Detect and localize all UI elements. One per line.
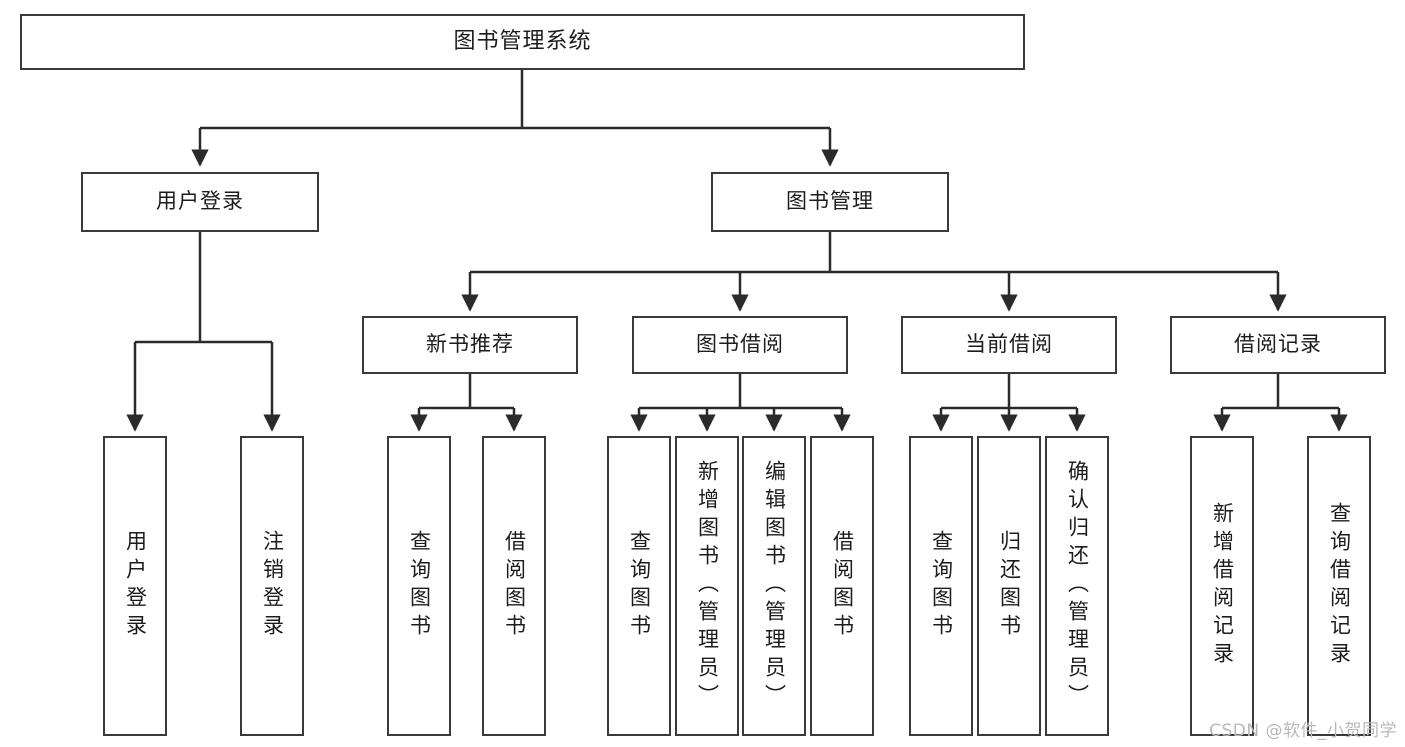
node-label: 编辑图书（管理员）	[762, 460, 787, 712]
node-label: 新增图书（管理员）	[695, 460, 720, 712]
node-label: 查询图书	[627, 530, 652, 642]
node-label: 当前借阅	[965, 332, 1053, 357]
node-label: 注销登录	[260, 530, 285, 642]
node-label: 图书管理	[786, 189, 874, 214]
node-label: 查询借阅记录	[1327, 502, 1352, 670]
node-book-management[interactable]: 图书管理	[711, 172, 949, 232]
node-label: 确认归还（管理员）	[1065, 460, 1090, 712]
leaf-record-query-record[interactable]: 查询借阅记录	[1307, 436, 1371, 736]
node-user-login[interactable]: 用户登录	[81, 172, 319, 232]
leaf-current-return-book[interactable]: 归还图书	[977, 436, 1041, 736]
node-label: 新增借阅记录	[1210, 502, 1235, 670]
leaf-recommend-borrow-book[interactable]: 借阅图书	[482, 436, 546, 736]
node-label: 图书管理系统	[453, 28, 592, 54]
node-label: 查询图书	[929, 530, 954, 642]
leaf-recommend-query-book[interactable]: 查询图书	[387, 436, 451, 736]
node-book-borrow[interactable]: 图书借阅	[632, 316, 848, 374]
node-current-borrow[interactable]: 当前借阅	[901, 316, 1117, 374]
node-label: 查询图书	[407, 530, 432, 642]
node-label: 用户登录	[156, 189, 244, 214]
node-label: 新书推荐	[426, 332, 514, 357]
node-label: 借阅图书	[830, 530, 855, 642]
leaf-borrow-edit-book-admin[interactable]: 编辑图书（管理员）	[742, 436, 806, 736]
node-borrow-record[interactable]: 借阅记录	[1170, 316, 1386, 374]
leaf-current-confirm-return-admin[interactable]: 确认归还（管理员）	[1045, 436, 1109, 736]
leaf-record-add-record[interactable]: 新增借阅记录	[1190, 436, 1254, 736]
leaf-borrow-query-book[interactable]: 查询图书	[607, 436, 671, 736]
leaf-borrow-add-book-admin[interactable]: 新增图书（管理员）	[675, 436, 739, 736]
leaf-borrow-borrow-book[interactable]: 借阅图书	[810, 436, 874, 736]
node-label: 借阅图书	[502, 530, 527, 642]
node-root-book-management-system[interactable]: 图书管理系统	[20, 14, 1025, 70]
leaf-user-login-logout[interactable]: 注销登录	[240, 436, 304, 736]
node-label: 图书借阅	[696, 332, 784, 357]
node-label: 借阅记录	[1234, 332, 1322, 357]
node-label: 用户登录	[123, 530, 148, 642]
leaf-user-login-login[interactable]: 用户登录	[103, 436, 167, 736]
node-new-book-recommend[interactable]: 新书推荐	[362, 316, 578, 374]
leaf-current-query-book[interactable]: 查询图书	[909, 436, 973, 736]
node-label: 归还图书	[997, 530, 1022, 642]
